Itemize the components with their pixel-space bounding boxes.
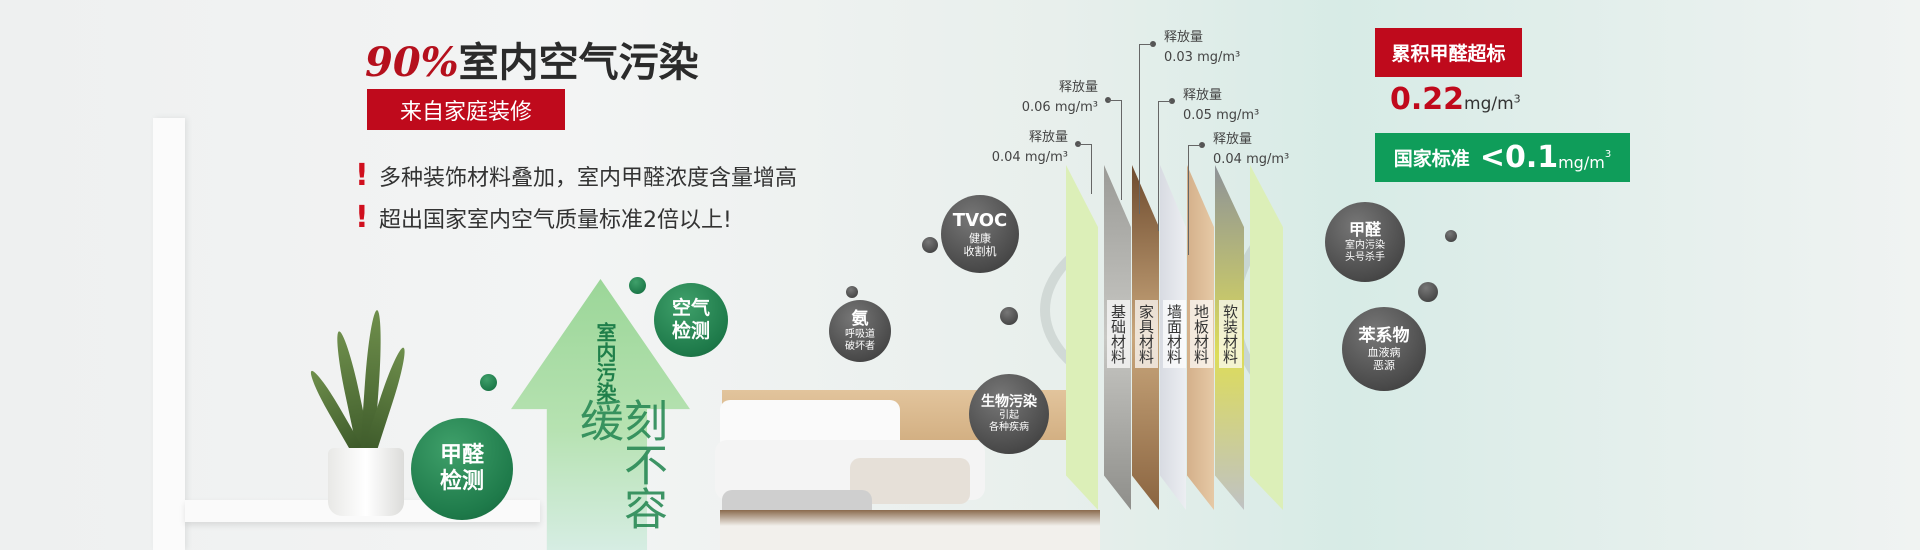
pollutant-bubble-bio: 生物污染引起各种疾病	[969, 374, 1049, 454]
material-label: 基础材料	[1107, 300, 1130, 368]
leader-line	[1108, 100, 1121, 101]
leader-line	[1139, 44, 1140, 214]
decor-dot	[846, 286, 858, 298]
bubble-line: 呼吸道	[845, 329, 875, 341]
door-frame	[153, 118, 185, 550]
bubble-line: 收割机	[963, 244, 997, 258]
plant-pot	[328, 448, 404, 516]
exclamation-icon: !	[355, 200, 369, 235]
bullet-text: 多种装饰材料叠加，室内甲醛浓度含量增高	[379, 165, 798, 191]
material-label: 地板材料	[1190, 300, 1213, 368]
release-title: 释放量	[1213, 132, 1253, 147]
material-label: 家具材料	[1135, 300, 1158, 368]
bubble-line: 引起	[999, 410, 1019, 422]
bubble-sub: 检测	[671, 320, 710, 342]
decor-dot	[480, 374, 497, 391]
bubble-line: 各种疾病	[989, 422, 1029, 434]
total-unit: mg/m	[1464, 94, 1514, 114]
bubble-line: 头号杀手	[1345, 251, 1385, 263]
bubble-title: 生物污染	[981, 393, 1037, 410]
release-label: 释放量 0.04 mg/m³	[1213, 130, 1289, 170]
bubble-line: 室内污染	[1345, 239, 1385, 251]
panel-green-left	[1066, 165, 1098, 510]
bullet-item: ! 多种装饰材料叠加，室内甲醛浓度含量增高	[355, 158, 797, 193]
leader-line	[1158, 101, 1159, 231]
release-title: 释放量	[1028, 130, 1068, 145]
exceed-badge: 累积甲醛超标	[1375, 28, 1522, 77]
bubble-title: 甲醛	[439, 442, 484, 468]
headline-percent: 90%	[365, 39, 459, 86]
pollutant-bubble-benzene: 苯系物血液病恶源	[1342, 307, 1426, 391]
bed-mattress	[720, 510, 1100, 550]
standard-unit: mg/m	[1558, 153, 1605, 172]
leader-line	[1078, 144, 1091, 145]
leader-dot	[1169, 98, 1175, 104]
decor-dot	[1445, 230, 1457, 242]
standard-label: 国家标准	[1393, 148, 1470, 170]
airflow-swirl	[1040, 200, 1440, 420]
leader-line	[1121, 100, 1122, 200]
pollutant-bubble-ammonia: 氨呼吸道破坏者	[829, 300, 891, 362]
leader-line	[1188, 145, 1189, 255]
bubble-line: 血液病	[1367, 346, 1401, 359]
decor-dot	[629, 277, 646, 294]
bubble-title: TVOC	[952, 210, 1008, 232]
material-label: 软装材料	[1219, 300, 1242, 368]
unit-sup: 3	[1604, 149, 1612, 160]
bubble-sub: 检测	[439, 469, 484, 494]
bubble-line: 破坏者	[845, 341, 875, 353]
decor-dot	[922, 237, 938, 253]
leader-line	[1091, 144, 1092, 194]
bullet-text: 超出国家室内空气质量标准2倍以上!	[379, 207, 732, 233]
bubble-line: 健康	[969, 231, 991, 245]
arrow-text-large: 刻不容缓	[572, 398, 667, 530]
bullet-item: ! 超出国家室内空气质量标准2倍以上!	[355, 200, 732, 235]
exclamation-icon: !	[355, 158, 369, 193]
source-tag: 来自家庭装修	[367, 89, 565, 130]
release-value: 0.04 mg/m³	[1213, 152, 1290, 167]
bubble-title: 氨	[851, 308, 869, 329]
release-value: 0.04 mg/m³	[991, 150, 1068, 165]
bubble-line: 恶源	[1373, 359, 1395, 373]
standard-value: <0.1	[1479, 140, 1559, 175]
release-title: 释放量	[1164, 30, 1204, 45]
headline-text: 室内空气污染	[458, 39, 699, 86]
total-value: 0.22mg/m3	[1390, 82, 1521, 117]
release-label: 释放量 0.06 mg/m³	[1022, 78, 1098, 118]
headline: 90%室内空气污染	[365, 30, 699, 88]
release-label: 释放量 0.03 mg/m³	[1164, 28, 1240, 68]
leader-line	[1158, 101, 1171, 102]
leader-line	[1188, 145, 1201, 146]
release-value: 0.03 mg/m³	[1164, 50, 1241, 65]
release-title: 释放量	[1183, 88, 1223, 103]
leader-dot	[1150, 41, 1156, 47]
release-label: 释放量 0.05 mg/m³	[1183, 86, 1259, 126]
release-label: 释放量 0.04 mg/m³	[992, 128, 1068, 168]
material-label: 墙面材料	[1163, 300, 1186, 368]
total-number: 0.22	[1390, 82, 1465, 117]
unit-sup: 3	[1513, 92, 1521, 106]
bubble-title: 苯系物	[1358, 325, 1410, 346]
leader-line	[1139, 44, 1152, 45]
decor-dot	[1418, 282, 1438, 302]
leader-dot	[1199, 142, 1205, 148]
release-value: 0.05 mg/m³	[1183, 108, 1260, 123]
pollutant-bubble-formaldehyde: 甲醛室内污染头号杀手	[1325, 202, 1405, 282]
bubble-title: 甲醛	[1348, 220, 1381, 240]
decor-dot	[1000, 307, 1018, 325]
panel-green-right	[1250, 165, 1283, 510]
release-title: 释放量	[1058, 80, 1098, 95]
air-test-bubble[interactable]: 空气检测	[654, 283, 728, 357]
bubble-title: 空气	[671, 297, 710, 320]
formaldehyde-test-bubble[interactable]: 甲醛检测	[411, 418, 513, 520]
release-value: 0.06 mg/m³	[1021, 100, 1098, 115]
arrow-text-small: 室内污染	[593, 322, 617, 402]
